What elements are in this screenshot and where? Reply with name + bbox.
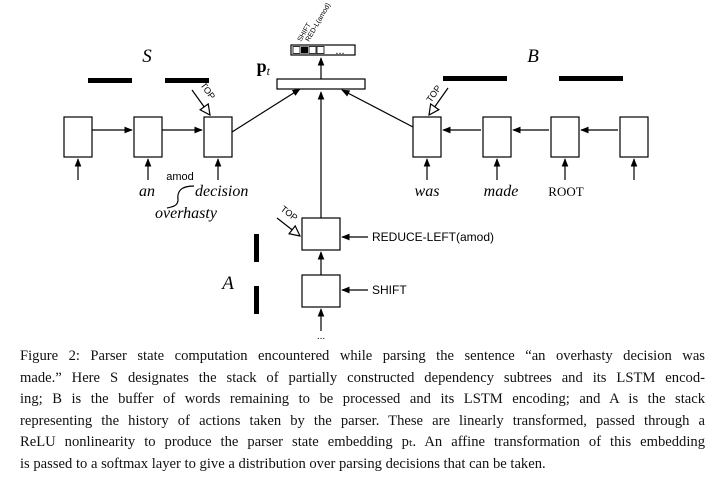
action-bar-bottom	[254, 286, 259, 314]
buffer-b-label: B	[527, 46, 539, 67]
word-overhasty: overhasty	[155, 205, 218, 222]
word-was: was	[415, 183, 440, 200]
stack-s-label: S	[142, 46, 152, 67]
caption-line: Figure 2: Parser state computation encou…	[20, 348, 705, 364]
figure-caption: Figure 2: Parser state computation encou…	[20, 346, 705, 475]
softmax-label-redl: RED-L(amod)	[305, 2, 333, 43]
word-an: an	[139, 183, 155, 200]
action-top-label: TOP	[279, 204, 300, 223]
buffer-bar-left	[443, 76, 507, 81]
stack-to-state-edge	[231, 88, 301, 133]
stack-top-label: TOP	[198, 80, 217, 101]
caption-line: made.” Here S designates the stack of pa…	[20, 369, 705, 386]
buffer-to-state-edge	[341, 89, 414, 128]
caption-line: ing; B is the buffer of words remaining …	[20, 391, 705, 407]
actions-a-label: A	[220, 273, 234, 294]
caption-line: ReLU nonlinearity to produce the parser …	[20, 434, 705, 450]
word-root: ROOT	[548, 184, 583, 199]
action-shift-label: SHIFT	[372, 283, 407, 297]
state-embedding-box	[276, 78, 366, 90]
stack-bar-right	[165, 78, 209, 83]
action-lstm	[301, 217, 368, 331]
buffer-top-pointer	[429, 87, 449, 115]
action-reduce-label: REDUCE-LEFT(amod)	[372, 230, 494, 244]
buffer-top-label: TOP	[424, 83, 443, 104]
caption-line: is passed to a softmax layer to give a d…	[20, 455, 546, 472]
softmax-output: ... SHIFT RED-L(amod)	[290, 2, 356, 57]
state-embedding-label: pt	[257, 56, 271, 78]
word-decision: decision	[195, 183, 248, 200]
action-top-pointer	[276, 217, 300, 236]
parser-state-figure: S B A pt ... SHIFT RED-L(amod) TOP	[63, 2, 649, 340]
stack-bar-left	[88, 78, 132, 83]
stack-top-pointer	[191, 89, 210, 115]
arc-label-amod: amod	[166, 171, 194, 183]
caption-line: representing the history of actions take…	[20, 412, 705, 429]
action-bar-top	[254, 234, 259, 262]
buffer-lstm	[412, 116, 649, 180]
buffer-bar-right	[559, 76, 623, 81]
stack-lstm	[63, 116, 233, 180]
softmax-ellipsis: ...	[335, 45, 344, 57]
action-ellipsis: ...	[317, 331, 325, 340]
word-made: made	[484, 183, 519, 200]
dependency-arc	[166, 185, 195, 209]
